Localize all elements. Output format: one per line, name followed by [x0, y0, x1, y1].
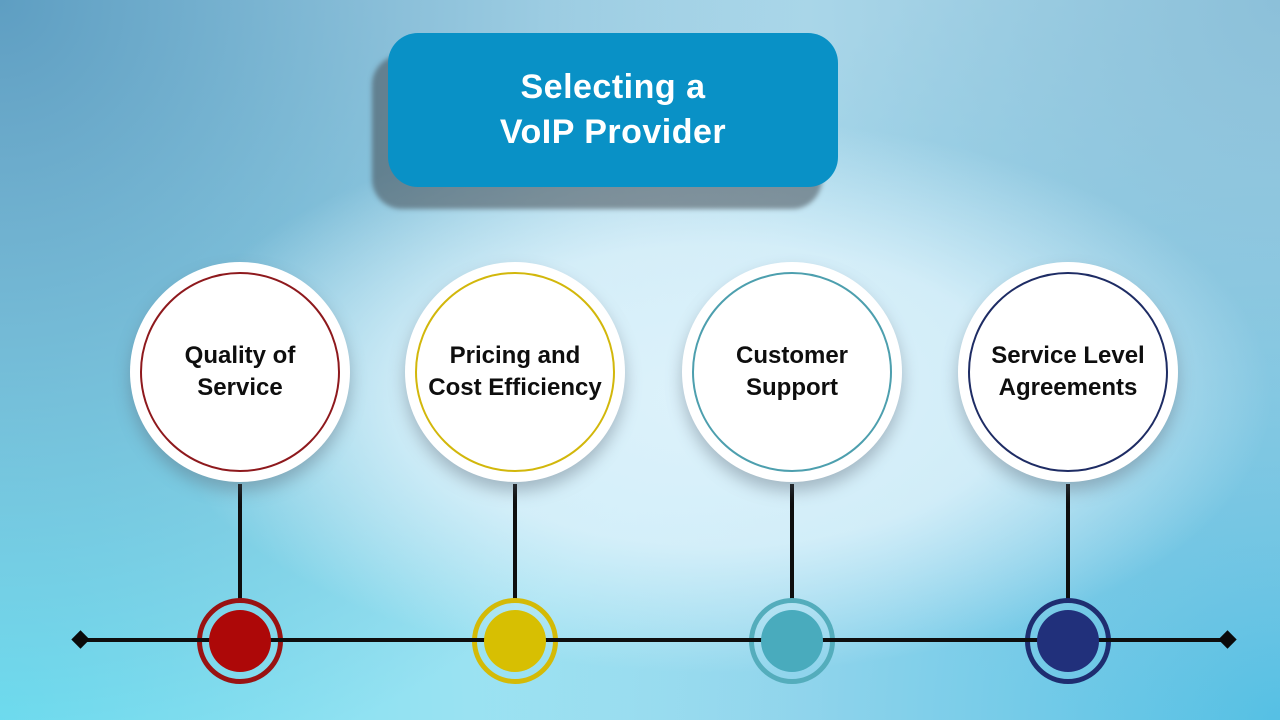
topic-item-customer-support: Customer Support — [682, 262, 902, 692]
topic-circle-ring — [968, 272, 1168, 472]
timeline-line — [80, 638, 1228, 642]
topic-item-quality-of-service: Quality of Service — [130, 262, 350, 692]
diamond-endpoint-right-icon — [1218, 630, 1237, 649]
timeline-node-fill — [761, 610, 823, 672]
topic-item-service-level-agreements: Service Level Agreements — [958, 262, 1178, 692]
title-box: Selecting a VoIP Provider — [388, 33, 838, 187]
topic-label: Pricing and Cost Efficiency — [428, 341, 602, 401]
connector-line — [513, 484, 517, 602]
timeline-node-fill — [209, 610, 271, 672]
topic-label: Quality of Service — [184, 341, 296, 401]
topic-circle-ring — [692, 272, 892, 472]
topic-circle-ring — [140, 272, 340, 472]
topic-label: Customer Support — [735, 341, 849, 401]
topic-circle-ring — [415, 272, 615, 472]
timeline-node-fill — [1037, 610, 1099, 672]
timeline-node-fill — [484, 610, 546, 672]
page-title: Selecting a VoIP Provider — [499, 68, 727, 151]
diamond-endpoint-left-icon — [71, 630, 90, 649]
topic-item-pricing-cost-efficiency: Pricing and Cost Efficiency — [405, 262, 625, 692]
connector-line — [790, 484, 794, 602]
connector-line — [1066, 484, 1070, 602]
connector-line — [238, 484, 242, 602]
topic-label: Service Level Agreements — [991, 341, 1145, 401]
